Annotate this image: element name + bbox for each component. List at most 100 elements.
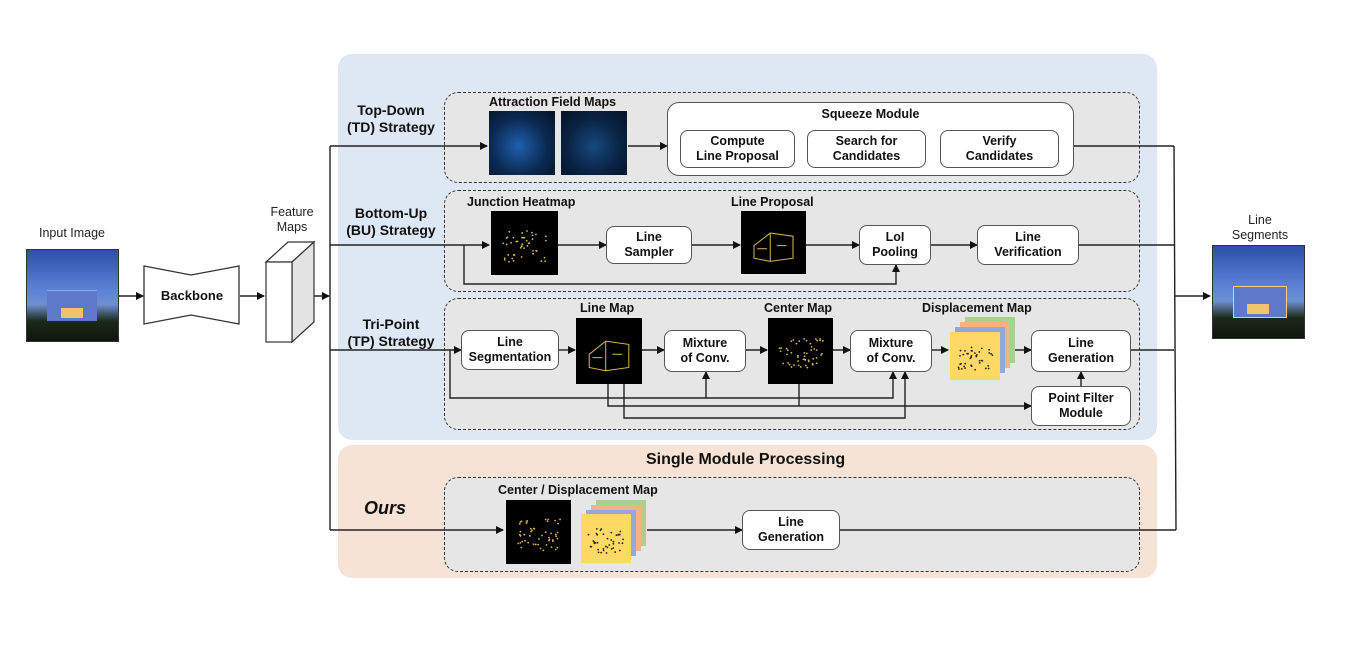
compute-line-proposal-box: Compute Line Proposal [680,130,795,168]
loi-pooling-box: LoI Pooling [859,225,931,265]
point-mark [960,367,963,370]
line-segmentation-box: Line Segmentation [461,330,559,370]
point-mark [534,233,537,236]
point-mark [507,254,510,256]
point-mark [612,540,615,543]
point-mark [957,368,960,370]
input-image-label: Input Image [38,226,105,240]
point-mark [537,538,540,540]
point-mark [517,542,520,545]
point-mark [966,352,968,355]
line-sampler-box: Line Sampler [606,226,692,264]
point-mark [530,231,533,234]
point-mark [520,256,523,258]
point-mark [506,236,509,239]
point-mark [596,533,599,536]
point-mark [508,230,511,233]
point-mark [971,349,974,352]
point-mark [521,232,524,234]
right-trunk [1173,145,1177,531]
point-mark [546,520,549,523]
feature-maps-label: Feature Maps [270,205,314,234]
point-mark [529,527,532,530]
point-mark [612,542,615,545]
point-mark [543,256,546,259]
point-mark [548,539,550,542]
point-mark [806,366,809,369]
point-mark [540,260,543,263]
mixture-conv-box-1: Mixture of Conv. [664,330,746,372]
point-mark [615,534,618,537]
point-mark [816,339,819,342]
point-mark [812,357,815,360]
tp-line-generation-box: Line Generation [1031,330,1131,372]
point-mark [618,533,621,536]
single-module-title: Single Module Processing [646,451,846,468]
point-mark [554,548,557,551]
point-mark [787,361,790,364]
point-mark [531,529,533,532]
point-mark [782,362,784,365]
point-scatter [502,230,547,263]
point-scatter [778,338,824,369]
point-mark [978,351,981,353]
point-mark [797,356,799,358]
point-mark [795,342,798,345]
point-mark [521,243,524,246]
point-mark [602,548,605,550]
point-mark [981,359,983,362]
point-mark [522,236,525,239]
ours-line-generation-box: Line Generation [742,510,840,550]
point-mark [519,541,522,544]
line-verification-box: Line Verification [977,225,1079,265]
point-mark [550,546,553,549]
feature-maps-block [264,240,316,344]
point-mark [978,361,981,364]
point-mark [532,252,535,255]
point-mark [528,534,531,537]
ours-strategy-label: Ours [363,498,406,518]
point-mark [802,358,805,361]
point-mark [535,249,538,252]
point-mark [502,242,505,245]
window-light [1247,304,1269,314]
point-mark [600,551,603,554]
point-mark [534,543,537,546]
point-mark [523,533,526,536]
output-image [1212,245,1305,339]
point-mark [809,342,812,345]
point-mark [780,347,783,349]
window-light [61,308,83,318]
point-mark [505,243,508,246]
point-mark [970,346,973,349]
point-mark [797,360,800,363]
point-mark [518,522,521,525]
point-mark [605,552,608,554]
point-mark [987,367,990,370]
point-mark [512,259,515,262]
point-mark [614,551,617,553]
point-mark [821,340,824,342]
point-mark [815,362,818,365]
point-mark [532,543,535,546]
point-mark [541,534,543,537]
point-mark [785,347,788,350]
point-mark [786,349,789,352]
point-mark [988,352,991,354]
point-mark [519,535,522,537]
point-mark [595,532,598,535]
point-mark [805,352,808,355]
point-mark [525,239,528,242]
input-image [26,249,119,342]
point-mark [532,250,534,252]
point-mark [990,352,992,355]
point-mark [959,363,962,366]
point-mark [510,241,513,244]
afm-label: Attraction Field Maps [489,95,617,109]
point-mark [813,348,816,350]
bu-skip-connector [463,245,900,285]
point-mark [595,527,598,530]
point-mark [963,365,966,368]
line-drawing [588,340,630,372]
point-mark [790,366,793,368]
